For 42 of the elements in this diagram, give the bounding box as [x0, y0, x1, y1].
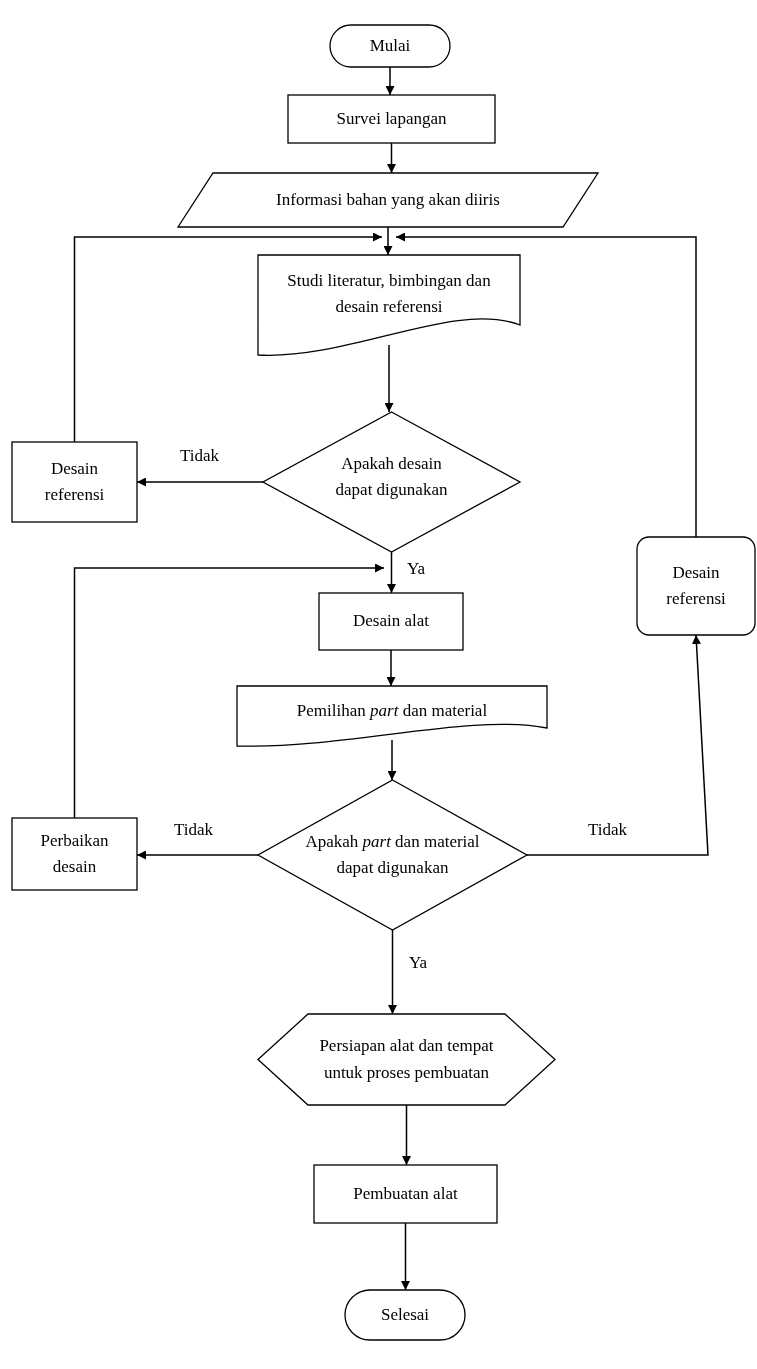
- node-label: Desain referensi: [665, 561, 727, 610]
- arrow: [384, 344, 394, 413]
- process-box: [12, 442, 137, 522]
- arrow: [388, 929, 397, 1015]
- arrow: [385, 66, 395, 96]
- node-label: Selesai: [380, 1303, 430, 1326]
- arrow: [73, 563, 385, 819]
- decision-diamond: [258, 780, 527, 930]
- process-box: [637, 537, 755, 635]
- arrow: [395, 232, 697, 538]
- decision-diamond: [263, 412, 520, 552]
- preparation-hexagon: [258, 1014, 555, 1105]
- node-label: Survei lapangan: [336, 107, 447, 130]
- document-shape: [237, 686, 547, 746]
- node-label: Pembuatan alat: [353, 1182, 458, 1205]
- node-label: Persiapan alat dan tempat untuk proses pembuatan: [318, 1035, 495, 1084]
- node-label: Mulai: [369, 34, 411, 57]
- node-label: Desain referensi: [43, 457, 106, 506]
- node-label: Pemilihan part dan material: [296, 699, 488, 722]
- node-label: Apakah part dan material dapat digunakan: [304, 830, 481, 879]
- terminator-shape: [330, 25, 450, 67]
- document-shape: [258, 255, 520, 355]
- arrow: [387, 551, 396, 594]
- input-parallelogram: [178, 173, 598, 227]
- node-label: Perbaikan desain: [39, 829, 110, 878]
- arrow: [387, 142, 396, 174]
- node-label: Desain alat: [353, 610, 429, 633]
- arrow: [73, 232, 383, 443]
- node-label: Apakah desain dapat digunakan: [334, 452, 449, 501]
- arrow: [401, 1222, 410, 1291]
- arrow: [526, 634, 709, 856]
- process-box: [319, 593, 463, 650]
- process-box: [12, 818, 137, 890]
- arrow: [386, 649, 396, 687]
- process-box: [288, 95, 495, 143]
- terminator-shape: [345, 1290, 465, 1340]
- node-label: Studi literatur, bimbingan dan desain referensi: [286, 269, 492, 318]
- arrow: [402, 1104, 411, 1166]
- node-label: Informasi bahan yang akan diiris: [276, 188, 500, 211]
- arrow: [383, 226, 393, 256]
- process-box: [314, 1165, 497, 1223]
- arrow: [387, 739, 397, 781]
